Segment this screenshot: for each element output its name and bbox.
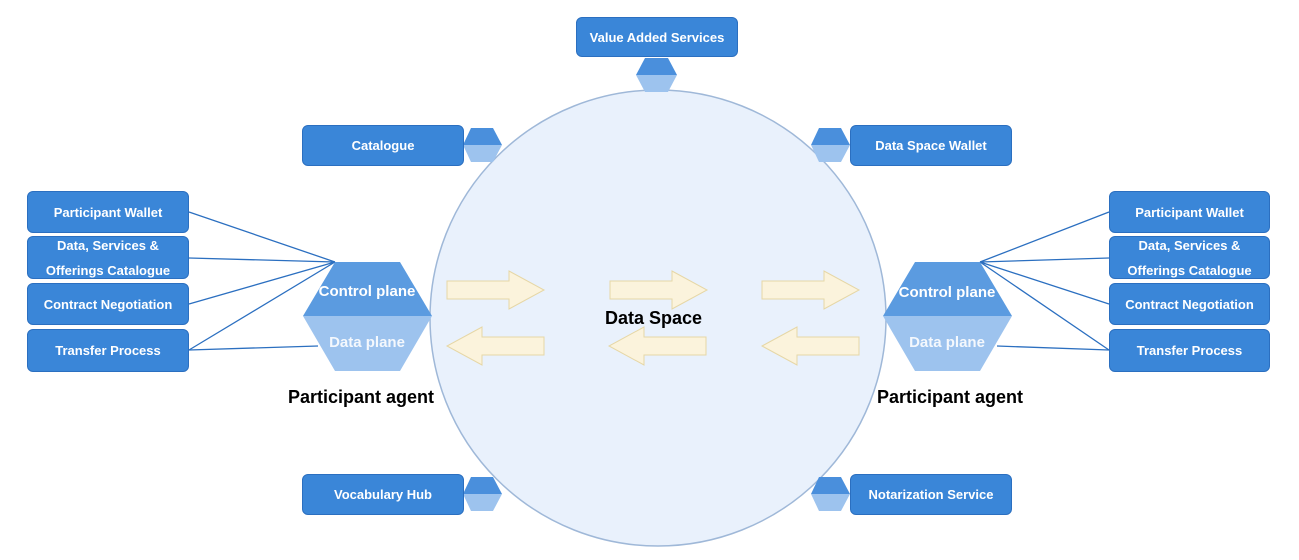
vocabulary-hub-box[interactable]: Vocabulary Hub: [302, 474, 464, 515]
right-control-plane-label: Control plane: [898, 284, 996, 301]
right-agent-title: Participant agent: [877, 387, 1024, 407]
left-catalogue-box[interactable]: Data, Services & Offerings Catalogue: [27, 236, 189, 279]
right-data-plane-hex: [883, 316, 1012, 371]
left-agent-title: Participant agent: [288, 387, 435, 407]
arrow-right-2: [609, 270, 709, 310]
catalogue-box[interactable]: Catalogue: [302, 125, 464, 166]
notarization-connector-icon: [811, 477, 850, 511]
arrow-right-3: [761, 270, 861, 310]
right-connector-lines: [979, 211, 1110, 351]
left-connector-lines: [188, 211, 336, 351]
data-space-wallet-box[interactable]: Data Space Wallet: [850, 125, 1012, 166]
left-control-plane-label: Control plane: [318, 283, 416, 300]
wallet-connector-icon: [811, 128, 850, 162]
value-added-connector-icon: [636, 58, 677, 92]
left-participant-wallet-box[interactable]: Participant Wallet: [27, 191, 189, 233]
arrow-left-2: [607, 326, 707, 366]
right-data-plane-label: Data plane: [909, 334, 985, 351]
right-participant-wallet-box[interactable]: Participant Wallet: [1109, 191, 1270, 233]
catalogue-connector-icon: [463, 128, 502, 162]
left-data-plane-hex: [303, 316, 432, 371]
left-control-plane-hex: [303, 262, 432, 316]
arrow-left-3: [760, 326, 860, 366]
value-added-services-box[interactable]: Value Added Services: [576, 17, 738, 57]
right-control-plane-hex: [883, 262, 1012, 316]
arrow-right-1: [446, 270, 546, 310]
arrow-left-1: [445, 326, 545, 366]
left-transfer-process-box[interactable]: Transfer Process: [27, 329, 189, 372]
right-catalogue-box[interactable]: Data, Services & Offerings Catalogue: [1109, 236, 1270, 279]
right-contract-negotiation-box[interactable]: Contract Negotiation: [1109, 283, 1270, 325]
vocabulary-connector-icon: [463, 477, 502, 511]
left-contract-negotiation-box[interactable]: Contract Negotiation: [27, 283, 189, 325]
left-data-plane-label: Data plane: [329, 334, 405, 351]
right-transfer-process-box[interactable]: Transfer Process: [1109, 329, 1270, 372]
data-space-label: Data Space: [605, 308, 703, 328]
notarization-service-box[interactable]: Notarization Service: [850, 474, 1012, 515]
